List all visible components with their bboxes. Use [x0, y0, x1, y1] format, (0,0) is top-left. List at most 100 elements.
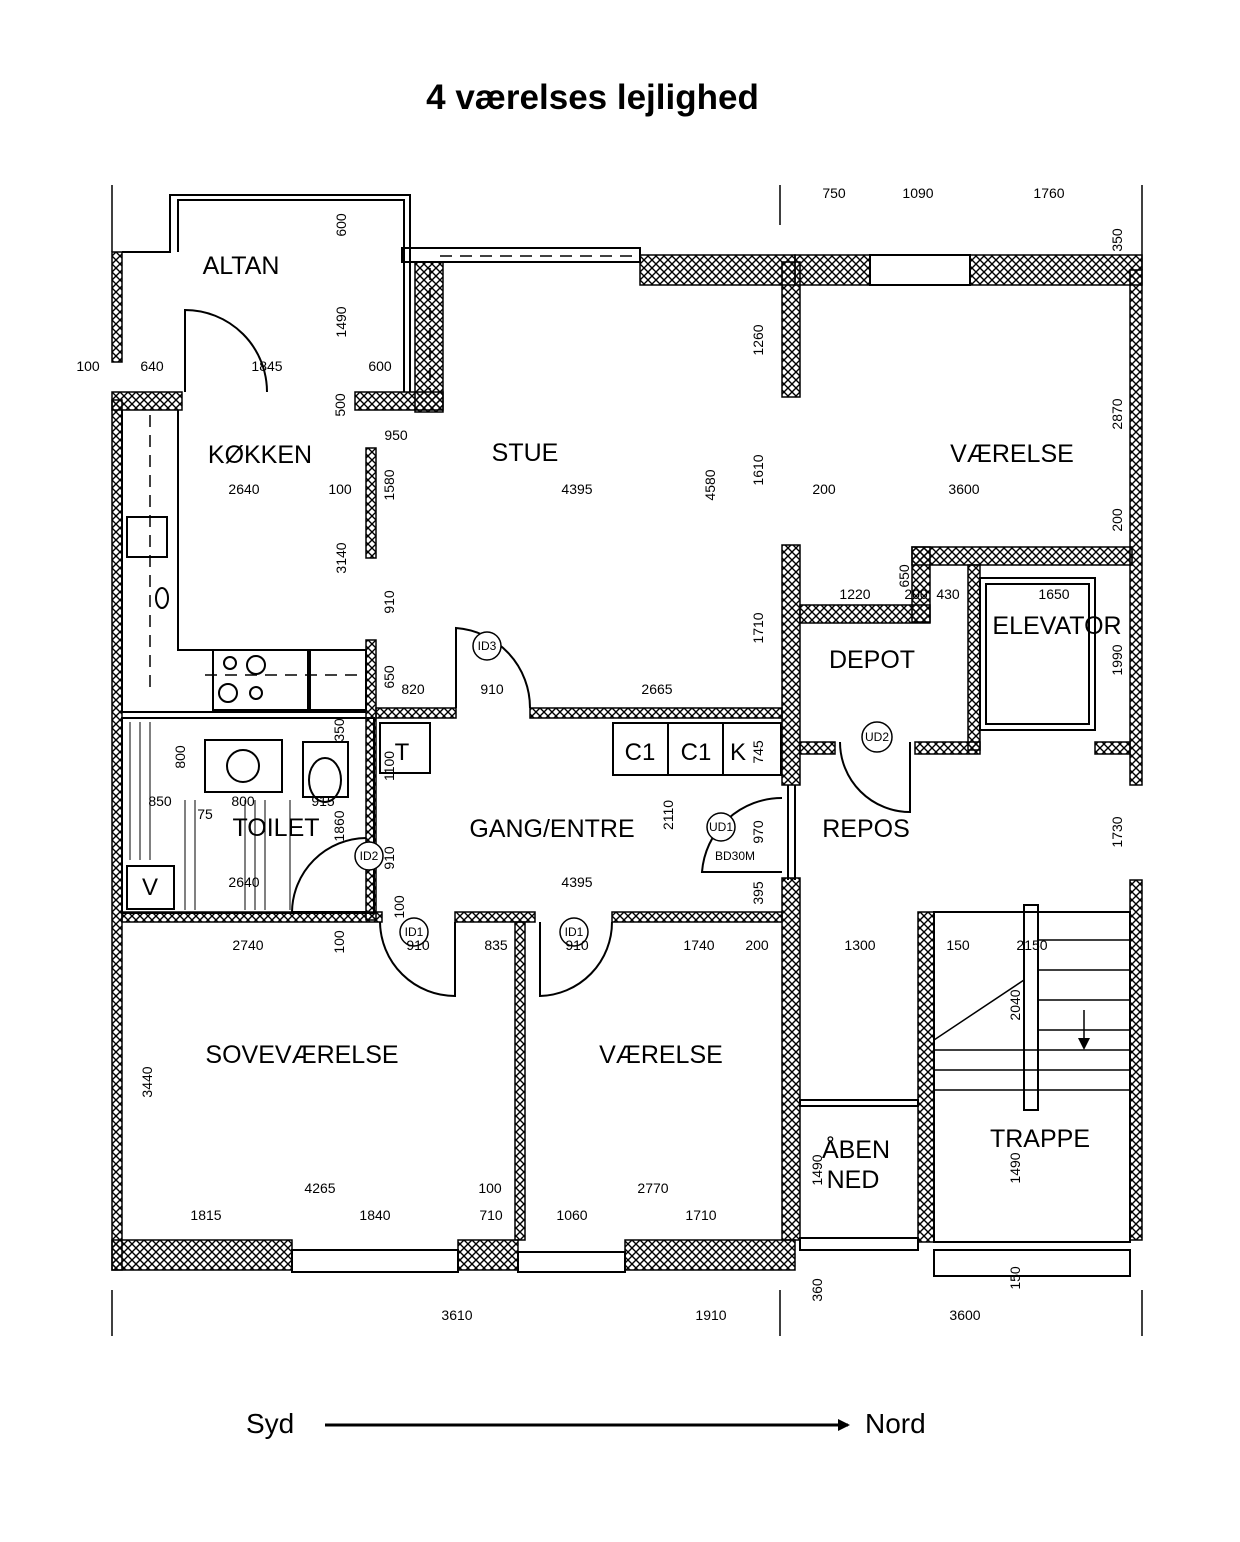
room-label-toilet: TOILET [232, 814, 319, 842]
dimension-label: 2740 [232, 937, 263, 953]
dimension-label: 430 [936, 586, 960, 602]
dimension-label: 200 [1109, 508, 1125, 532]
dimension-label: 1100 [381, 751, 397, 781]
dimension-label: 750 [822, 185, 846, 201]
dimension-label: 2110 [660, 800, 676, 830]
dimension-label: 3600 [949, 1307, 980, 1323]
dimension-label: 1260 [750, 324, 766, 355]
dimension-label: 950 [384, 427, 408, 443]
dimension-label: 1580 [381, 469, 397, 500]
dimension-label: 3610 [441, 1307, 472, 1323]
dimension-label: 910 [565, 937, 589, 953]
dimension-label: 745 [750, 740, 766, 764]
room-label-kokken: KØKKEN [208, 441, 312, 469]
dimension-label: 910 [480, 681, 504, 697]
cabinet-c1-label: C1 [625, 739, 656, 766]
dimension-label: 395 [750, 881, 766, 905]
dimension-label: 4580 [702, 469, 718, 500]
door-tag-id1: ID1 [405, 925, 424, 939]
door-tag-id1: ID1 [565, 925, 584, 939]
dimension-label: 1815 [190, 1207, 221, 1223]
dimension-label: 150 [1007, 1266, 1023, 1290]
room-label-trappe: TRAPPE [990, 1125, 1090, 1153]
cabinet-c1-label: C1 [681, 739, 712, 766]
toilet-floor-stripes [129, 722, 291, 910]
room-label-stue: STUE [492, 439, 559, 467]
dimension-label: 2640 [228, 874, 259, 890]
dimension-label: 1860 [331, 810, 347, 841]
dimension-label: 100 [331, 930, 347, 954]
dimension-label: 2150 [1016, 937, 1047, 953]
dimension-label: 1840 [359, 1207, 390, 1223]
dimension-label: 4395 [561, 874, 592, 890]
dimension-label: 360 [809, 1278, 825, 1302]
dimension-label: 600 [368, 358, 392, 374]
outlines [121, 194, 1131, 1277]
walls [111, 251, 1143, 1271]
dimension-label: 600 [333, 213, 349, 237]
dimension-label: 2870 [1109, 398, 1125, 429]
dimension-label: 650 [896, 564, 912, 588]
fixture-v-label: V [142, 874, 158, 901]
dimension-label: 200 [745, 937, 769, 953]
compass-label-nord: Nord [865, 1408, 926, 1439]
dimension-label: 1490 [1007, 1152, 1023, 1183]
dimension-label: 2040 [1007, 989, 1023, 1020]
dimension-label: 800 [231, 793, 255, 809]
room-label-gang: GANG/ENTRE [469, 815, 634, 843]
dimension-label: 4395 [561, 481, 592, 497]
dimension-label: 1710 [685, 1207, 716, 1223]
dimension-label: 3600 [948, 481, 979, 497]
room-label-ned: NED [827, 1166, 880, 1194]
dimension-label: 1300 [844, 937, 875, 953]
dimension-label: 1990 [1109, 644, 1125, 675]
dimension-label: 1710 [750, 612, 766, 643]
room-label-altan: ALTAN [203, 252, 280, 280]
dimension-labels: 750 1090 1760 350 600 1490 100 640 1845 … [76, 185, 1125, 1323]
door-tag-ud1: UD1 [709, 820, 733, 834]
dimension-label: 910 [406, 937, 430, 953]
dimension-label: 150 [946, 937, 970, 953]
room-labels: ALTAN KØKKEN STUE VÆRELSE DEPOT ELEVATOR… [203, 252, 1122, 1194]
dimension-label: 1730 [1109, 816, 1125, 847]
dimension-label: 1060 [556, 1207, 587, 1223]
door-tag-ud2: UD2 [865, 730, 889, 744]
room-label-vaerelse-bottom: VÆRELSE [599, 1041, 723, 1069]
room-label-sovevaerelse: SOVEVÆRELSE [205, 1041, 398, 1069]
dimension-label: 100 [478, 1180, 502, 1196]
dimension-label: 1090 [902, 185, 933, 201]
door-tag-id3: ID3 [478, 639, 497, 653]
fixture-t-label: T [395, 739, 410, 766]
fixture-labels: C1 C1 K T V [142, 739, 746, 901]
dimension-label: 1610 [750, 454, 766, 485]
dimension-label: 800 [172, 745, 188, 769]
dashed-lines [149, 255, 635, 690]
dimension-label: 350 [331, 718, 347, 742]
room-label-depot: DEPOT [829, 646, 915, 674]
dimension-label: 650 [381, 665, 397, 689]
dimension-label: 500 [332, 393, 348, 417]
dimension-label: 100 [328, 481, 352, 497]
dimension-label: 350 [1109, 228, 1125, 252]
dimension-label: 100 [391, 895, 407, 919]
room-label-elevator: ELEVATOR [992, 612, 1121, 640]
dimension-label: 910 [381, 590, 397, 614]
dimension-label: 970 [750, 820, 766, 844]
dimension-label: 200 [812, 481, 836, 497]
dimension-label: 850 [148, 793, 172, 809]
room-label-repos: REPOS [822, 815, 910, 843]
dimension-label: 100 [76, 358, 100, 374]
door-tags: ID3 UD2 UD1 BD30M ID2 ID1 ID1 [354, 631, 893, 947]
dimension-label: 2640 [228, 481, 259, 497]
dimension-label: 2770 [637, 1180, 668, 1196]
cabinet-k-label: K [730, 739, 746, 766]
dimension-label: 1220 [839, 586, 870, 602]
stair-steps [933, 939, 1130, 1091]
dimension-label: 3440 [139, 1066, 155, 1097]
dimension-label: 915 [311, 793, 335, 809]
dimension-label: 1910 [695, 1307, 726, 1323]
dimension-label: 710 [479, 1207, 503, 1223]
dimension-label: 1740 [683, 937, 714, 953]
dimension-label: 3140 [333, 542, 349, 573]
